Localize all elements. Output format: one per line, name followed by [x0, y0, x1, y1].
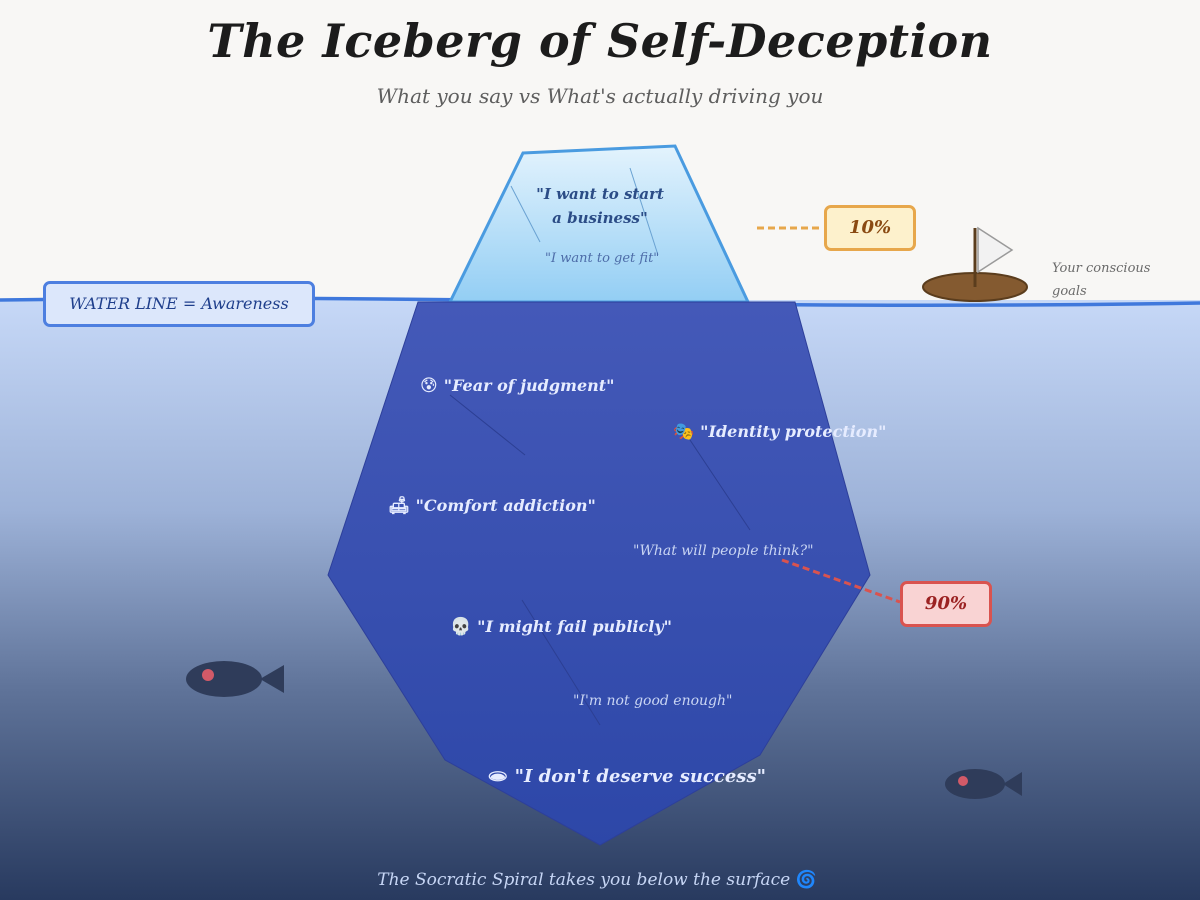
ice-crack [629, 167, 659, 256]
waterline-label: WATER LINE = Awareness [43, 281, 315, 327]
page-title: The Iceberg of Self-Deception [207, 14, 993, 68]
belief-what-will-people-think: "What will people think?" [633, 543, 814, 559]
sailboat-icon [922, 226, 1028, 302]
belief-text: "Identity protection" [700, 422, 887, 441]
anxious-face-icon: 😰 [420, 376, 438, 396]
fish-icon [186, 661, 284, 697]
belief-text: "I might fail publicly" [477, 617, 672, 636]
belief-identity-protection: 🎭 "Identity protection" [673, 422, 886, 442]
belief-text: "I don't deserve success" [514, 766, 766, 787]
ice-crack [689, 439, 751, 531]
tip-percentage-badge: 10% [824, 205, 916, 251]
ice-crack [449, 394, 526, 456]
deep-percentage-badge: 90% [900, 581, 992, 627]
deep-connector [781, 558, 901, 604]
tip-statement-business: "I want to start a business" [536, 185, 664, 227]
belief-dont-deserve-success: 🕳"I don't deserve success" [487, 766, 766, 787]
belief-comfort-addiction: 🛋 "Comfort addiction" [388, 496, 596, 516]
ice-crack [521, 599, 601, 726]
fish-icon [945, 769, 1022, 799]
page-subtitle: What you say vs What's actually driving … [376, 84, 824, 108]
belief-fear-of-judgment: 😰 "Fear of judgment" [420, 376, 615, 396]
belief-text: "Fear of judgment" [443, 376, 615, 395]
belief-fail-publicly: 💀 "I might fail publicly" [450, 617, 672, 637]
ice-crack [510, 185, 541, 243]
hole-icon: 🕳 [487, 767, 509, 787]
skull-icon: 💀 [450, 617, 472, 637]
couch-lamp-icon: 🛋 [388, 496, 410, 516]
theater-masks-icon: 🎭 [673, 422, 695, 442]
belief-text: "Comfort addiction" [415, 496, 596, 515]
tip-statement-fit: "I want to get fit" [545, 251, 660, 266]
cyclone-icon: 🌀 [795, 870, 817, 890]
footer-caption: The Socratic Spiral takes you below the … [0, 870, 1200, 890]
iceberg-body [327, 301, 871, 846]
boat-caption: Your conscious goals [1052, 261, 1151, 299]
belief-not-good-enough: "I'm not good enough" [573, 693, 733, 709]
footer-text: The Socratic Spiral takes you below the … [377, 870, 791, 890]
